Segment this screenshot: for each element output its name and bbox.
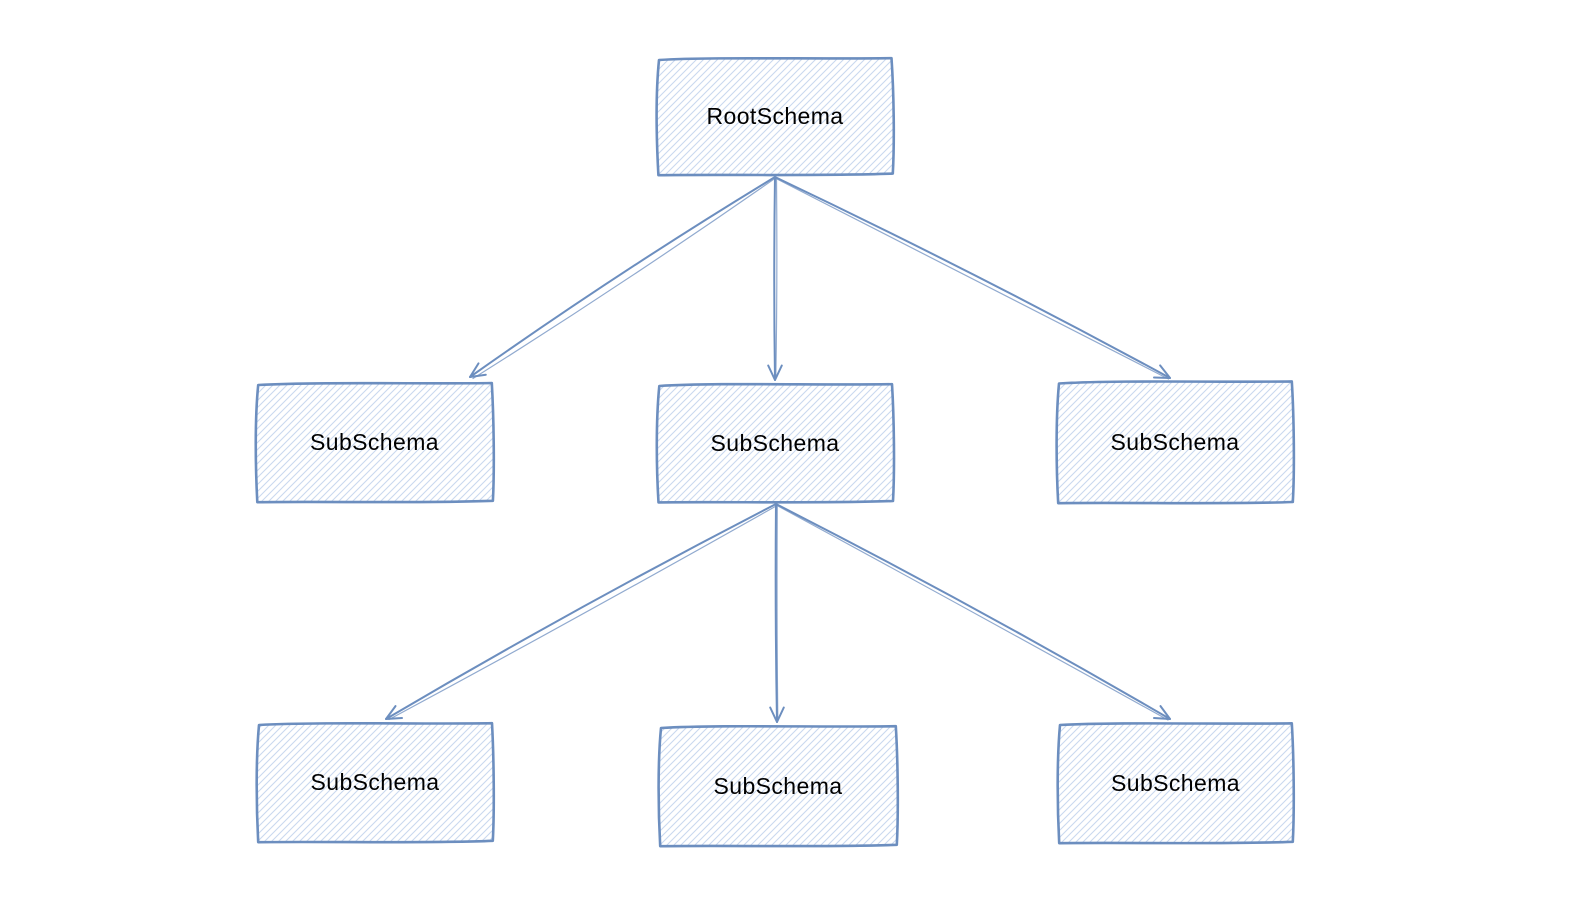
node-subschema-bottom-right-label: SubSchema <box>1111 769 1240 796</box>
node-subschema-bottom-left[interactable]: SubSchema <box>256 722 494 843</box>
node-sub-bottom-right-shape <box>1056 722 1296 845</box>
node-rootschema[interactable]: RootSchema <box>656 57 894 176</box>
arrowhead-icon <box>767 364 783 381</box>
node-subschema-bottom-left-label: SubSchema <box>310 769 440 795</box>
edge-root-to-sub-mid-center[interactable] <box>767 176 783 381</box>
arrowhead-icon <box>1153 364 1171 379</box>
node-subschema-mid-center-label: SubSchema <box>710 429 840 456</box>
node-sub-mid-right-shape <box>1055 380 1296 505</box>
node-sub-mid-left-shape <box>254 381 496 504</box>
edge-root-to-sub-mid-left[interactable] <box>469 176 777 380</box>
node-subschema-bottom-right[interactable]: SubSchema <box>1057 722 1294 844</box>
node-subschema-mid-left[interactable]: SubSchema <box>255 382 494 503</box>
node-subschema-mid-center[interactable]: SubSchema <box>656 383 894 503</box>
node-sub-mid-center-shape <box>655 382 896 504</box>
node-subschema-bottom-center-label: SubSchema <box>713 772 843 799</box>
edge-sub-mid-center-to-sub-bottom-center[interactable] <box>769 503 785 723</box>
node-subschema-bottom-center[interactable]: SubSchema <box>658 725 898 847</box>
node-sub-bottom-left-shape <box>255 721 496 844</box>
node-sub-bottom-center-shape <box>657 724 900 848</box>
node-rootschema-label: RootSchema <box>706 103 844 129</box>
edge-root-to-sub-mid-right[interactable] <box>774 176 1171 380</box>
arrowhead-icon <box>769 706 785 723</box>
edge-sub-mid-center-to-sub-bottom-right[interactable] <box>775 503 1171 721</box>
node-subschema-mid-right-label: SubSchema <box>1110 428 1240 455</box>
node-subschema-mid-right[interactable]: SubSchema <box>1056 380 1294 504</box>
node-subschema-mid-left-label: SubSchema <box>310 429 439 455</box>
node-root-shape <box>655 56 896 177</box>
arrowhead-icon <box>469 362 487 378</box>
arrowhead-icon <box>385 705 403 720</box>
arrowhead-icon <box>1153 705 1171 720</box>
edge-sub-mid-center-to-sub-bottom-left[interactable] <box>385 503 778 721</box>
